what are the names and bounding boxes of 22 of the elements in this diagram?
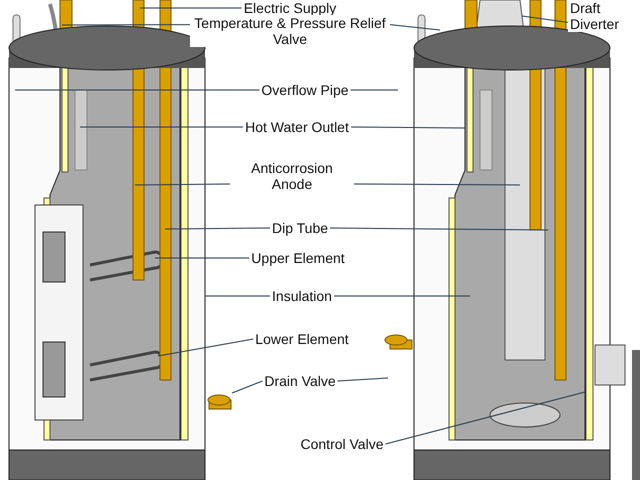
leader-line [158, 338, 254, 356]
part-label: Control Valve [298, 436, 386, 452]
leader-line [62, 24, 190, 26]
leader-line [330, 228, 548, 230]
part-label: Hot Water Outlet [243, 119, 351, 135]
part-label: Upper Element [249, 250, 347, 266]
leader-line [164, 228, 270, 230]
leader-line [522, 16, 568, 23]
part-label: Temperature & Pressure Relief Valve [190, 15, 390, 47]
leader-line [80, 126, 244, 128]
leader-line [385, 392, 586, 444]
leader-line [350, 126, 466, 128]
leader-line [354, 184, 520, 186]
leader-line [134, 184, 230, 186]
part-label: Drain Valve [262, 373, 338, 389]
part-label: Overflow Pipe [259, 82, 351, 98]
leader-line [232, 380, 263, 394]
part-label: Electric Supply [242, 0, 338, 16]
part-label: Insulation [270, 288, 334, 304]
leader-line [337, 378, 388, 382]
part-label: Lower Element [253, 331, 351, 347]
leader-line [390, 24, 440, 30]
